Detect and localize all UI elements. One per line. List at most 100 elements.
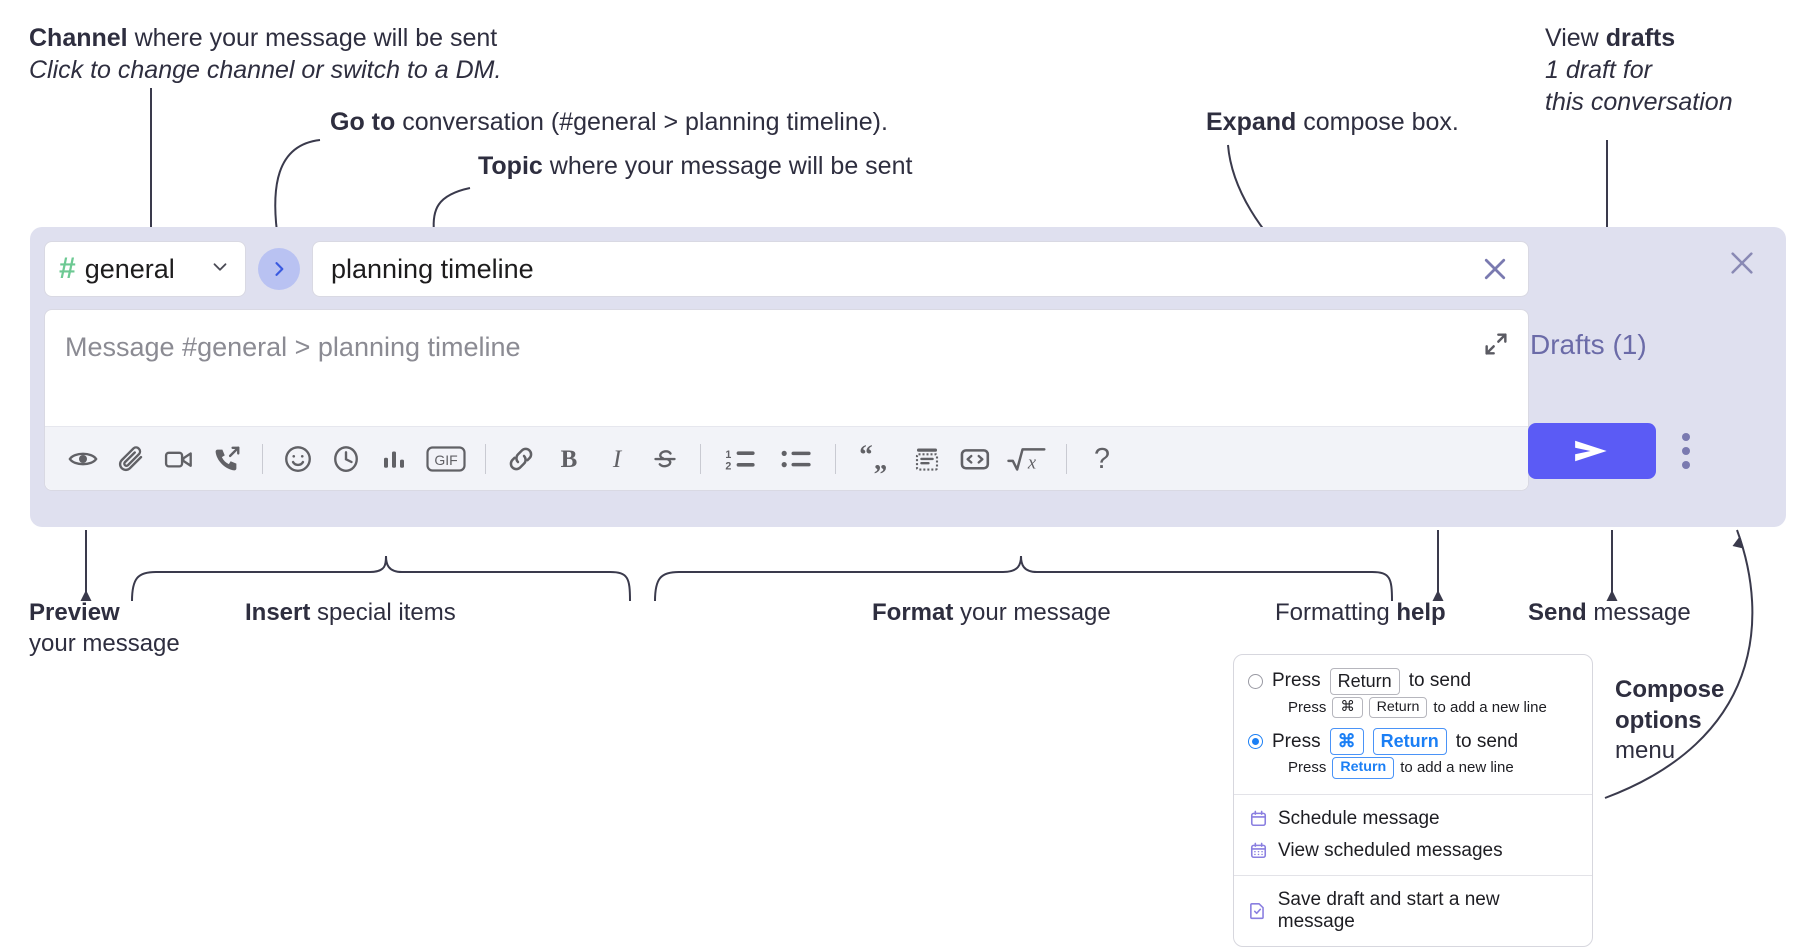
italic-icon[interactable]: I — [593, 435, 641, 483]
opt1-sub-post: to add a new line — [1433, 698, 1547, 716]
goto-conversation-button[interactable] — [258, 248, 300, 290]
annotation-format-rest: your message — [953, 599, 1111, 626]
key-return: Return — [1372, 728, 1447, 755]
annotation-goto-bold: Go to — [330, 108, 396, 136]
send-button[interactable] — [1528, 423, 1656, 479]
bulleted-list-icon[interactable] — [768, 435, 824, 483]
menu-divider — [1234, 793, 1592, 795]
send-option-return[interactable]: Press Return to send Press ⌘ Return to a… — [1234, 665, 1592, 725]
toolbar-separator — [485, 443, 486, 474]
compose-header-row: # general planning timeline — [44, 241, 1529, 297]
gif-icon[interactable]: GIF — [418, 435, 474, 483]
toolbar-separator — [1066, 443, 1067, 474]
svg-text:x: x — [1027, 452, 1037, 473]
code-block-icon[interactable] — [903, 435, 951, 483]
poll-icon[interactable] — [370, 435, 418, 483]
toolbar-separator — [262, 443, 263, 474]
menu-item-label: View scheduled messages — [1278, 839, 1503, 861]
radio-return[interactable] — [1248, 673, 1263, 689]
compose-options-menu: Press Return to send Press ⌘ Return to a… — [1233, 654, 1593, 947]
menu-item-label: Save draft and start a new message — [1277, 888, 1500, 932]
audio-call-icon[interactable] — [203, 435, 251, 483]
radio-cmd-return[interactable] — [1248, 734, 1263, 750]
annotation-topic: Topic where your message will be sent — [478, 150, 912, 182]
annotation-format: Format your message — [872, 598, 1111, 629]
compose-inner: # general planning timeline Message #gen… — [44, 241, 1529, 491]
annotation-preview-rest: your message — [29, 629, 180, 657]
message-input[interactable]: Message #general > planning timeline — [45, 310, 1528, 426]
menu-item-schedule-message[interactable]: Schedule message — [1234, 803, 1592, 835]
strikethrough-icon[interactable] — [641, 435, 689, 483]
annotation-drafts-pre: View — [1545, 24, 1606, 52]
opt2-pre: Press — [1272, 730, 1321, 752]
menu-divider — [1234, 874, 1592, 876]
kebab-dot — [1682, 433, 1690, 441]
video-icon[interactable] — [155, 435, 203, 483]
clock-icon[interactable] — [322, 435, 370, 483]
link-icon[interactable] — [497, 435, 545, 483]
annotation-topic-bold: Topic — [478, 152, 543, 180]
svg-text:?: ? — [1094, 444, 1110, 474]
kebab-dot — [1682, 447, 1690, 455]
annotation-compose-bold1: Compose — [1615, 676, 1725, 703]
svg-text:2: 2 — [725, 460, 731, 472]
drafts-link[interactable]: Drafts (1) — [1530, 329, 1647, 360]
annotation-drafts-sub1: 1 draft for — [1545, 56, 1652, 84]
math-icon[interactable]: x — [999, 435, 1055, 483]
menu-item-view-scheduled[interactable]: View scheduled messages — [1234, 835, 1592, 867]
svg-text:GIF: GIF — [434, 452, 457, 468]
chevron-down-icon — [209, 256, 231, 283]
preview-icon[interactable] — [59, 435, 107, 483]
calendar-grid-icon — [1248, 841, 1268, 861]
code-icon[interactable] — [951, 435, 999, 483]
annotation-send: Send message — [1528, 598, 1691, 629]
key-command: ⌘ — [1329, 728, 1364, 755]
annotation-insert: Insert special items — [245, 598, 456, 629]
attachment-icon[interactable] — [107, 435, 155, 483]
topic-input[interactable]: planning timeline — [312, 241, 1529, 297]
annotation-expand-bold: Expand — [1206, 108, 1297, 136]
annotation-goto: Go to conversation (#general > planning … — [330, 106, 888, 138]
expand-icon — [1485, 333, 1507, 355]
menu-item-label: Schedule message — [1278, 807, 1440, 829]
menu-item-save-draft[interactable]: Save draft and start a new message — [1234, 884, 1592, 938]
annotation-compose-options: Compose options menu — [1615, 675, 1724, 767]
opt2-sub-post: to add a new line — [1400, 759, 1514, 777]
annotation-goto-rest: conversation (#general > planning timeli… — [395, 108, 888, 136]
opt2-post: to send — [1455, 730, 1519, 752]
toolbar-separator — [700, 443, 701, 474]
send-option-cmd-return-main: Press ⌘ Return to send — [1248, 728, 1578, 755]
blockquote-icon[interactable]: “„ — [847, 435, 903, 483]
help-icon[interactable]: ? — [1078, 435, 1126, 483]
annotation-preview: Preview your message — [29, 598, 180, 659]
svg-text:I: I — [612, 446, 623, 473]
annotation-topic-rest: where your message will be sent — [542, 152, 913, 180]
annotation-send-bold: Send — [1528, 599, 1587, 626]
emoji-icon[interactable] — [274, 435, 322, 483]
annotation-help-bold: help — [1396, 599, 1446, 626]
topic-clear-button[interactable] — [1480, 254, 1510, 284]
compose-options-button[interactable] — [1678, 429, 1694, 473]
annotation-expand: Expand compose box. — [1206, 106, 1459, 138]
annotation-preview-bold: Preview — [29, 599, 120, 626]
close-compose-button[interactable] — [1726, 247, 1758, 284]
key-return: Return — [1368, 696, 1428, 719]
send-option-cmd-return-sub: Press Return to add a new line — [1288, 756, 1578, 779]
message-compose-box: Message #general > planning timeline — [44, 309, 1529, 491]
send-row — [1528, 423, 1694, 479]
annotation-send-rest: message — [1586, 599, 1691, 626]
close-icon — [1484, 258, 1506, 280]
message-placeholder: Message #general > planning timeline — [65, 332, 521, 362]
channel-selector[interactable]: # general — [44, 241, 246, 297]
key-return: Return — [1329, 668, 1400, 695]
save-draft-icon — [1248, 901, 1268, 921]
annotation-view-drafts: View drafts 1 draft for this conversatio… — [1545, 22, 1733, 118]
expand-compose-button[interactable] — [1482, 330, 1510, 363]
annotation-channel-rest: where your message will be sent — [127, 24, 498, 52]
send-option-cmd-return[interactable]: Press ⌘ Return to send Press Return to a… — [1234, 725, 1592, 785]
annotation-compose-bold2: options — [1615, 706, 1702, 734]
opt1-pre: Press — [1272, 670, 1321, 692]
bold-icon[interactable]: B — [545, 435, 593, 483]
send-icon — [1575, 440, 1607, 462]
